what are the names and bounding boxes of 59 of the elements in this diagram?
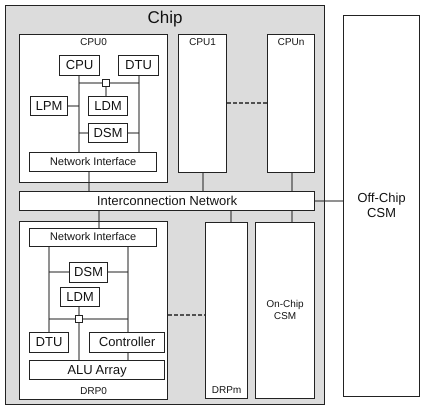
connector-line	[314, 200, 344, 202]
label: DRP0	[80, 386, 107, 397]
connector-line	[202, 172, 204, 192]
label: DSM	[94, 126, 122, 140]
label: CPU0	[80, 37, 107, 48]
dashed-connector	[168, 314, 205, 316]
label: LPM	[36, 98, 62, 114]
label: LDM	[66, 290, 94, 304]
connector-line	[78, 322, 80, 360]
dashed-connector	[227, 102, 267, 104]
unit-box	[59, 55, 100, 76]
connector-line	[98, 210, 100, 228]
label: ALU Array	[67, 362, 127, 378]
connector-line	[230, 210, 232, 222]
unit-box	[30, 96, 68, 116]
processor-block	[19, 221, 168, 400]
connector-box	[102, 79, 110, 87]
processor-block	[205, 222, 248, 399]
interface-box	[29, 152, 157, 172]
connector-line	[48, 246, 70, 272]
unit-box	[69, 262, 108, 283]
label: Network Interface	[50, 156, 136, 168]
label: LDM	[94, 98, 122, 114]
unit-box	[88, 123, 128, 143]
connector-line	[128, 132, 140, 152]
label: DSM	[74, 265, 103, 280]
processor-block	[19, 34, 168, 183]
label: Network Interface	[50, 231, 136, 244]
label: CPU	[66, 58, 94, 73]
processor-block	[267, 34, 315, 173]
connector-box	[75, 315, 83, 323]
unit-box	[60, 287, 100, 307]
label: Off-Chip CSM	[356, 191, 407, 221]
connector-line	[78, 306, 80, 316]
unit-box	[89, 332, 165, 353]
connector-line	[78, 132, 88, 152]
connector-line	[48, 318, 76, 332]
label: Chip	[148, 8, 182, 28]
memory-block	[255, 222, 315, 399]
label: Controller	[98, 335, 156, 350]
unit-box	[88, 96, 128, 116]
label: DRPm	[212, 384, 242, 396]
label: CPUn	[278, 37, 304, 48]
network-bar	[19, 191, 315, 211]
connector-line	[108, 246, 128, 272]
unit-box	[29, 332, 69, 353]
chip-panel	[5, 5, 325, 405]
label: DTU	[125, 58, 152, 73]
label: CPU1	[189, 37, 216, 48]
label: DTU	[36, 335, 62, 350]
connector-line	[88, 172, 90, 192]
array-box	[29, 360, 165, 380]
connector-line	[82, 318, 128, 332]
interface-box	[29, 228, 157, 247]
unit-box	[118, 55, 159, 76]
processor-block	[178, 34, 227, 173]
label: Interconnection Network	[96, 194, 238, 208]
label: On-Chip CSM	[265, 299, 305, 322]
memory-block	[343, 15, 420, 397]
